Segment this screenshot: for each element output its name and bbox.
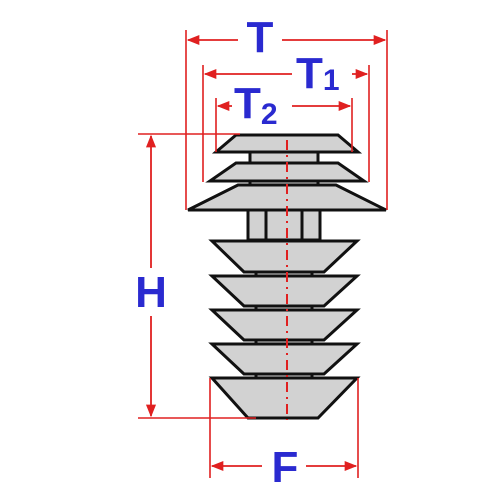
dimension-lines (138, 30, 388, 478)
shank-cone-2 (208, 274, 361, 308)
label-H: H (135, 268, 167, 317)
head-ring-bottom (187, 183, 387, 212)
shank-cone-3 (208, 308, 361, 342)
shank-cone-1 (208, 239, 361, 274)
label-T2-main: T (234, 79, 261, 128)
neck (246, 208, 322, 242)
label-T2-sub: 2 (261, 98, 278, 131)
rivet-part (187, 133, 387, 420)
label-T2: T2 (234, 79, 278, 131)
label-T: T (247, 13, 274, 62)
label-T1: T1 (296, 49, 340, 98)
dimension-labels: T T1 T2 H F (128, 13, 352, 492)
label-F: F (272, 443, 299, 492)
shank-cone-4 (208, 342, 361, 376)
shank-cone-tip (208, 376, 361, 420)
label-T1-main: T (296, 49, 323, 98)
label-T1-sub: 1 (323, 64, 340, 97)
